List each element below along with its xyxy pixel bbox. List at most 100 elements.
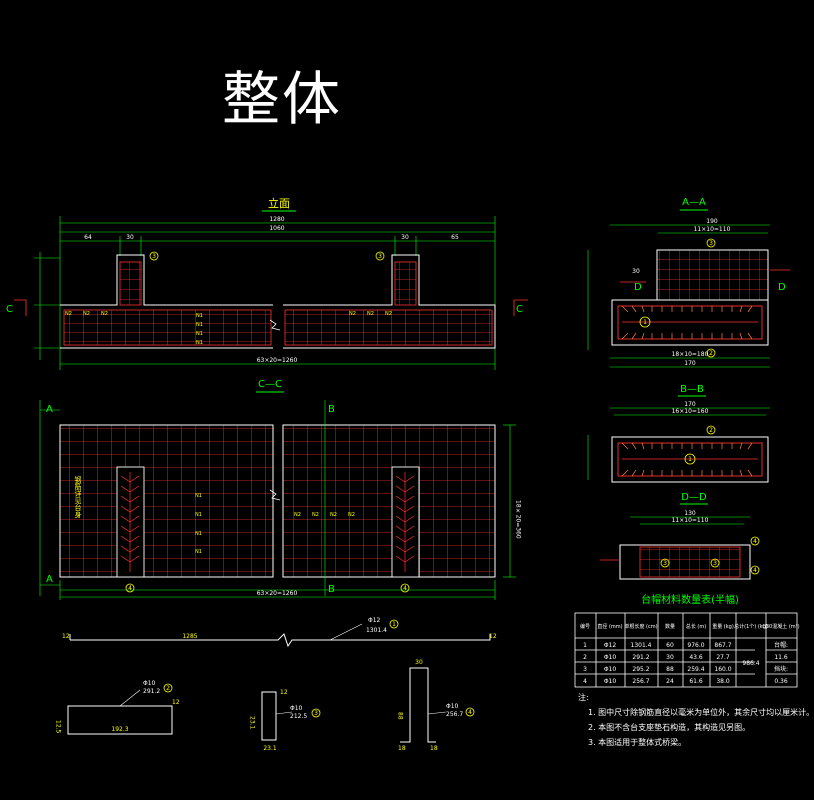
svg-text:N1: N1 — [195, 512, 202, 518]
marker-b-top: B — [328, 404, 335, 415]
svg-text:1: 1 — [643, 319, 647, 326]
cell: 11.6 — [774, 654, 788, 661]
section-bb-view: B—B 170 16×10=160 1 2 — [587, 384, 770, 483]
th-5: 重量 (kg) — [712, 623, 734, 630]
cc-right-dim: 18×20=360 — [515, 500, 522, 539]
svg-text:3: 3 — [378, 253, 382, 260]
elevation-left-dim: 64 — [84, 234, 92, 241]
svg-text:N2: N2 — [385, 311, 392, 317]
cell: 160.0 — [714, 666, 731, 673]
total-weight: 986.4 — [742, 660, 759, 667]
th-0: 编号 — [580, 623, 590, 630]
marker-c-right: C — [516, 304, 523, 315]
th-1: 直径 (mm) — [597, 623, 622, 630]
svg-text:4: 4 — [468, 709, 472, 716]
cc-bottom-dim: 63×20=1260 — [257, 590, 298, 597]
th-2: 单根长度 (cm) — [624, 623, 657, 630]
elevation-30-left: 30 — [126, 234, 134, 241]
n4-top: 30 — [415, 659, 423, 666]
n2-w: 192.3 — [111, 726, 128, 733]
marker-c-left: C — [6, 304, 13, 315]
elevation-view: 立面 1280 1060 64 65 30 30 63×20=1260 — [6, 196, 528, 370]
svg-text:N2: N2 — [349, 311, 356, 317]
aa-top2-dim: 11×10=110 — [694, 226, 731, 233]
aa-top-dim: 190 — [706, 218, 718, 225]
n3-len: 212.5 — [290, 713, 307, 720]
cell: 1301.4 — [631, 642, 652, 649]
n4-h: 88 — [397, 712, 404, 720]
section-aa-view: A—A 190 11×10=110 18×10=180 170 30 1 3 2… — [587, 197, 790, 368]
cell: 挡块: — [774, 665, 788, 673]
cell: Φ10 — [604, 678, 617, 685]
section-bb-label: B—B — [680, 384, 704, 395]
svg-text:N1: N1 — [195, 549, 202, 555]
bb-top-dim: 170 — [684, 401, 696, 408]
svg-text:N1: N1 — [195, 531, 202, 537]
notes-block: 注: 1. 图中尺寸除钢筋直径以毫米为单位外，其余尺寸均以厘米计。 2. 本图不… — [578, 690, 814, 750]
n3-top: 12 — [280, 689, 288, 696]
drawing-title: 整体 — [222, 65, 343, 133]
bb-top2-dim: 16×10=160 — [672, 408, 709, 415]
svg-text:N1: N1 — [196, 331, 203, 337]
cell: 台帽: — [774, 641, 788, 649]
cell: 38.0 — [716, 678, 730, 685]
marker-d-left: D — [634, 282, 642, 293]
svg-text:N1: N1 — [195, 493, 202, 499]
cell: 291.2 — [632, 654, 649, 661]
section-aa-label: A—A — [682, 197, 706, 208]
n3-spec: Φ10 — [290, 705, 303, 712]
elevation-right-dim: 65 — [451, 234, 459, 241]
svg-text:N2: N2 — [294, 512, 301, 518]
svg-text:N2: N2 — [312, 512, 319, 518]
svg-text:3: 3 — [713, 560, 717, 567]
th-4: 总长 (m) — [686, 623, 706, 630]
section-cc-label: C—C — [258, 379, 282, 390]
svg-text:1: 1 — [392, 621, 396, 628]
dd-top2-dim: 11×10=110 — [672, 517, 709, 524]
n2-end: 12 — [172, 699, 180, 706]
cell: 0.36 — [774, 678, 788, 685]
cell: 43.6 — [689, 654, 703, 661]
cell: 1 — [583, 642, 587, 649]
elevation-label: 立面 — [268, 196, 290, 210]
marker-d-right: D — [778, 282, 786, 293]
note-1: 1. 图中尺寸除钢筋直径以毫米为单位外，其余尺寸均以厘米计。 — [588, 708, 814, 717]
elevation-inner-dim: 1060 — [269, 225, 284, 232]
svg-text:3: 3 — [152, 253, 156, 260]
svg-text:N2: N2 — [101, 311, 108, 317]
elevation-30-right: 30 — [401, 234, 409, 241]
note-3: 3. 本图适用于整体式桥梁。 — [588, 738, 687, 747]
rebar-details: 12 12 1285 Φ12 1301.4 1 12.5 192.3 12 Φ1… — [55, 617, 497, 752]
n3-h: 23.1 — [249, 716, 256, 730]
cell: 88 — [666, 666, 674, 673]
th-7: C30混凝土 (m³) — [762, 623, 799, 630]
cell: 4 — [583, 678, 587, 685]
notes-heading: 注: — [578, 693, 589, 702]
n1-total: 1285 — [182, 633, 197, 640]
svg-text:N1: N1 — [196, 313, 203, 319]
aa-left-offset: 30 — [632, 268, 640, 275]
n2-spec: Φ10 — [143, 680, 156, 687]
marker-a-bottom: A — [46, 574, 53, 585]
svg-text:2: 2 — [166, 685, 170, 692]
cell: Φ12 — [604, 642, 617, 649]
svg-text:4: 4 — [128, 585, 132, 592]
marker-b-bottom: B — [328, 584, 335, 595]
cell: 256.7 — [632, 678, 649, 685]
cell: 976.0 — [687, 642, 704, 649]
svg-text:2: 2 — [709, 427, 713, 434]
marker-a-top: A — [46, 404, 53, 415]
material-table: 台帽材料数量表(半幅) 编号 直径 (mm) 单根长度 (cm) 数量 总长 (… — [574, 593, 800, 688]
n2-len: 291.2 — [143, 688, 160, 695]
n3-w: 23.1 — [263, 745, 277, 752]
cell: 259.4 — [687, 666, 704, 673]
svg-text:N2: N2 — [330, 512, 337, 518]
cell: 295.2 — [632, 666, 649, 673]
th-6: 总计(1个) (kg) — [734, 623, 768, 630]
svg-text:3: 3 — [663, 560, 667, 567]
cell: 3 — [583, 666, 587, 673]
n4-foot-right: 18 — [430, 745, 438, 752]
cell: 61.6 — [689, 678, 703, 685]
cell: 30 — [666, 654, 674, 661]
